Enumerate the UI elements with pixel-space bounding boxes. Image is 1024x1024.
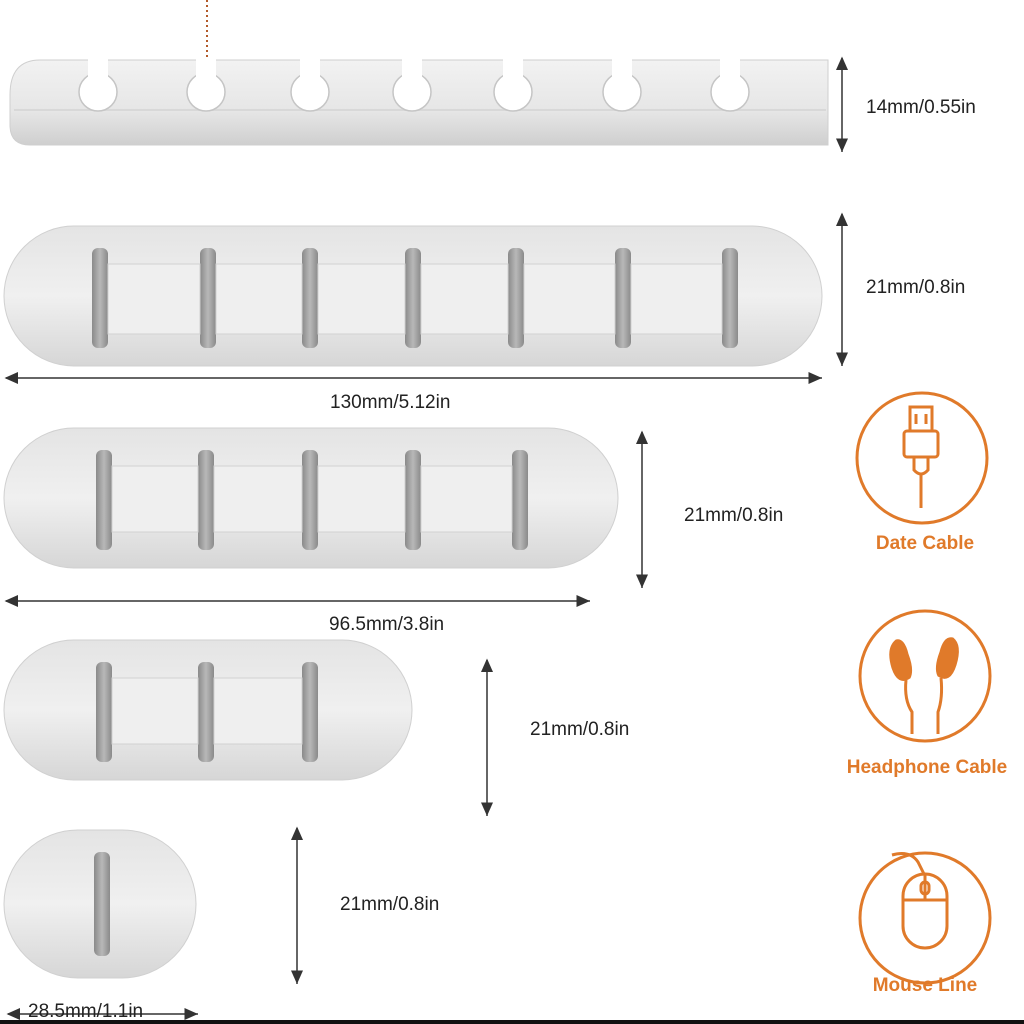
mouse-line-label: Mouse Line <box>872 975 978 996</box>
holder-1-slot <box>3 829 197 979</box>
earphones-icon <box>858 609 992 743</box>
holder-side-view <box>9 58 829 146</box>
holder-3-slot <box>3 639 413 781</box>
row4-height-label: 21mm/0.8in <box>530 719 630 740</box>
row2-width-label: 130mm/5.12in <box>330 392 451 413</box>
date-cable-label: Date Cable <box>875 533 975 554</box>
top-height-label: 14mm/0.55in <box>866 97 976 118</box>
headphone-cable-label: Headphone Cable <box>846 757 1008 778</box>
usb-cable-icon <box>855 391 989 525</box>
row3-width-label: 96.5mm/3.8in <box>329 614 445 635</box>
holder-5-slot <box>3 427 619 569</box>
row5-width-label: 28.5mm/1.1in <box>28 1001 144 1022</box>
bottom-border <box>0 1020 1024 1024</box>
row2-height-label: 21mm/0.8in <box>866 277 966 298</box>
holder-7-slot <box>3 225 823 367</box>
row5-height-label: 21mm/0.8in <box>340 894 440 915</box>
row3-height-label: 21mm/0.8in <box>684 505 784 526</box>
mouse-icon <box>858 851 992 985</box>
